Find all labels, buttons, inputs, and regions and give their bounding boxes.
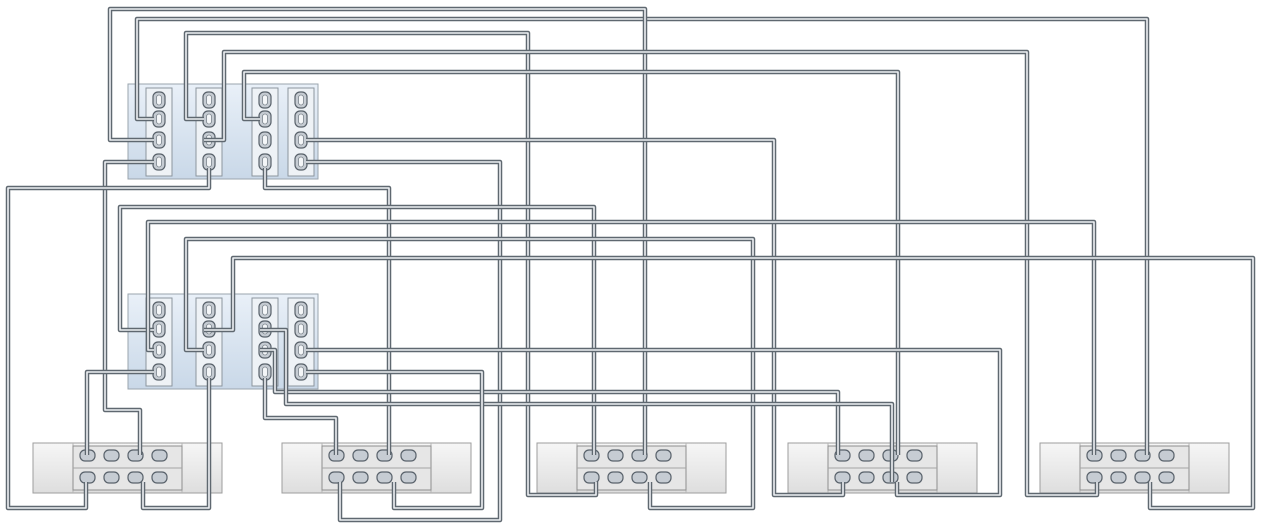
controller-2-hba-4-port-1 [294, 301, 308, 319]
controller-2-hba-2-port-4 [202, 363, 216, 381]
controller-1-hba-1-port-1 [152, 91, 166, 109]
controller-1-hba-2-port-1 [202, 91, 216, 109]
disk-shelves [32, 442, 1230, 494]
sas-cable-3 [102, 159, 154, 455]
sas-cable-16 [140, 378, 212, 511]
shelf-port [655, 471, 672, 484]
controller-2-hba-4-port-2 [294, 320, 308, 338]
sas-cable-4 [183, 30, 599, 498]
shelf-port [127, 471, 144, 484]
controller-1-hba-4-port-3 [294, 131, 308, 149]
controller-1-hba-1-port-2 [152, 110, 166, 128]
sas-cable-17 [260, 347, 841, 455]
shelf-port [400, 471, 417, 484]
sas-cable-8 [262, 168, 392, 455]
controller-1-hba-4-port-1 [294, 91, 308, 109]
shelf-port [376, 471, 393, 484]
sas-cable-14 [204, 255, 1256, 511]
controller-2-hba-3-port-1 [258, 301, 272, 319]
shelf-port [352, 449, 369, 462]
controller-1-hba-3-port-2 [258, 110, 272, 128]
shelf-port [906, 449, 923, 462]
sas-cable-13 [183, 236, 756, 511]
shelf-port [103, 449, 120, 462]
controller-1-hba-4-port-4 [294, 153, 308, 171]
sas-cable-6 [5, 168, 212, 511]
controller-2-hba-1-port-3 [152, 341, 166, 359]
shelf-port [858, 471, 875, 484]
sas-cable-18 [262, 378, 339, 455]
sas-cable-11 [117, 204, 597, 455]
shelf-port [655, 449, 672, 462]
sas-cable-19 [260, 327, 895, 482]
shelf-io-module [72, 445, 183, 491]
shelf-port [352, 471, 369, 484]
controller-1-hba-2-port-2 [202, 110, 216, 128]
shelf-port [1110, 449, 1127, 462]
shelf-port [1086, 471, 1103, 484]
shelf-port [103, 471, 120, 484]
controller-1-hba-3-port-3 [258, 131, 272, 149]
sas-cable-12 [145, 219, 1097, 455]
sas-cable-21 [306, 369, 485, 511]
shelf-port [583, 449, 600, 462]
controller-ports [152, 91, 308, 381]
shelf-port [1110, 471, 1127, 484]
controller-2-hba-1-port-2 [152, 320, 166, 338]
shelf-port [79, 471, 96, 484]
sas-cable-20 [306, 347, 1003, 498]
shelf-io-module [827, 445, 938, 491]
controller-2-hba-4-port-4 [294, 363, 308, 381]
controller-1-hba-3-port-1 [258, 91, 272, 109]
disk-shelf-3 [536, 442, 727, 494]
controller-2-hba-3-port-4 [258, 363, 272, 381]
shelf-port [834, 471, 851, 484]
cables [5, 6, 1256, 523]
sas-cable-15 [84, 369, 154, 455]
shelf-io-module [576, 445, 687, 491]
shelf-port [151, 449, 168, 462]
disk-shelf-4 [787, 442, 978, 494]
controller-1-hba-1-port-3 [152, 131, 166, 149]
shelf-port [607, 471, 624, 484]
shelf-port [631, 471, 648, 484]
controller-2-hba-1-port-1 [152, 301, 166, 319]
disk-shelf-5 [1039, 442, 1230, 494]
shelf-port [1158, 449, 1175, 462]
shelf-port [607, 449, 624, 462]
shelf-port [906, 471, 923, 484]
controller-1-hba-1-port-4 [152, 153, 166, 171]
sas-cable-2 [107, 6, 648, 455]
controller-2-hba-2-port-1 [202, 301, 216, 319]
controller-2-hba-2-port-3 [202, 341, 216, 359]
sas-cable-10 [306, 159, 503, 523]
shelf-port [328, 471, 345, 484]
shelf-port [583, 471, 600, 484]
disk-shelf-1 [32, 442, 223, 494]
shelf-port [1134, 471, 1151, 484]
shelf-port [1158, 471, 1175, 484]
sas-cable-7 [241, 69, 901, 455]
controller-1-hba-3-port-4 [258, 153, 272, 171]
sas-cable-5 [204, 49, 1100, 498]
sas-cable-9 [306, 137, 846, 498]
shelf-port [858, 449, 875, 462]
controller-1-hba-4-port-2 [294, 110, 308, 128]
controller-2-hba-4-port-3 [294, 341, 308, 359]
shelf-port [400, 449, 417, 462]
shelf-io-module [1079, 445, 1190, 491]
sas-cable-1 [134, 16, 1150, 455]
shelf-port [151, 471, 168, 484]
disk-shelf-2 [281, 442, 472, 494]
controller-1-hba-2-port-4 [202, 153, 216, 171]
controller-2-hba-1-port-4 [152, 363, 166, 381]
